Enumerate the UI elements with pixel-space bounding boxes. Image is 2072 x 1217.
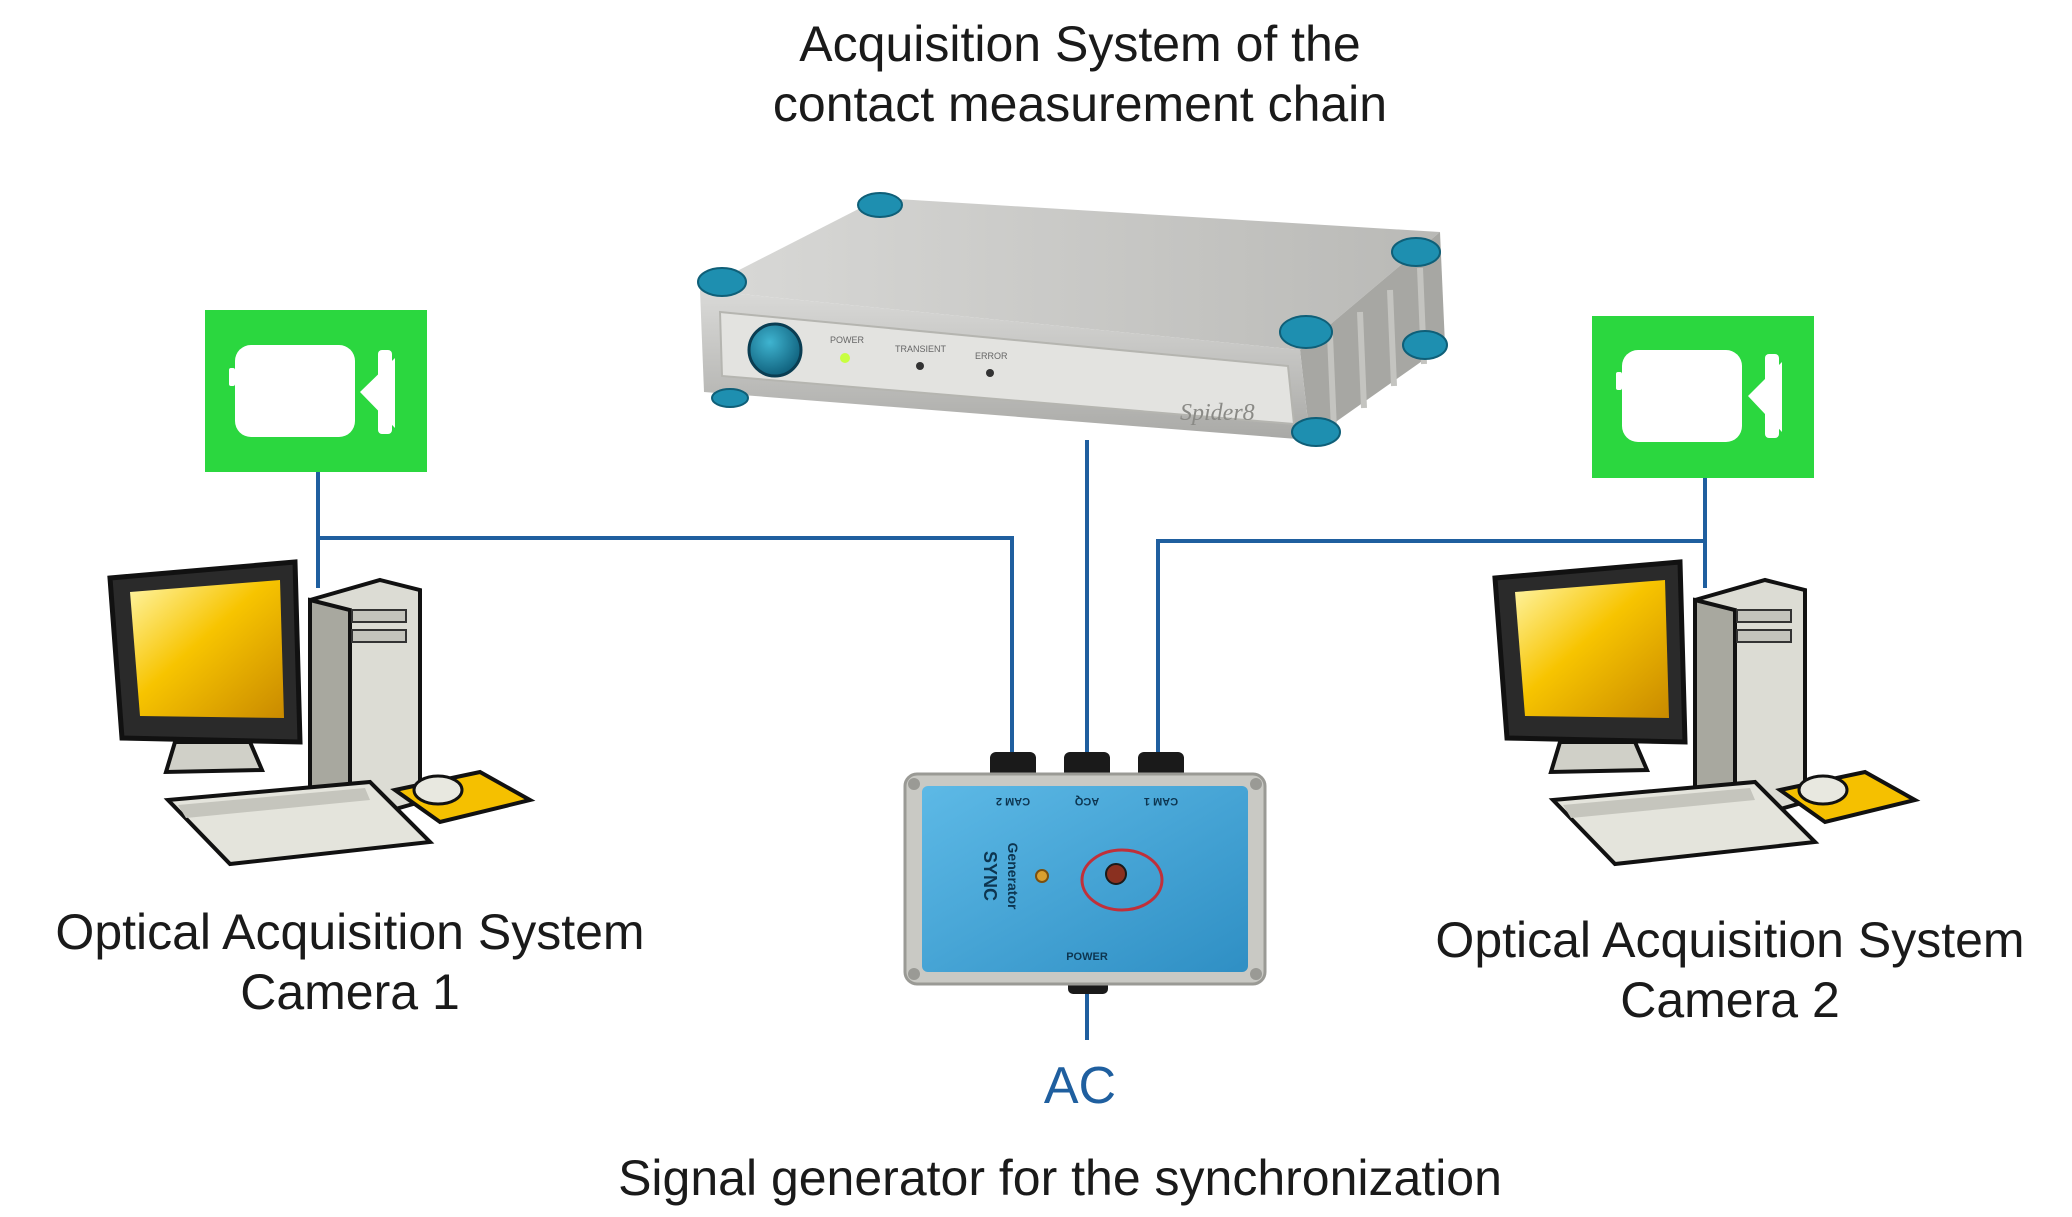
daq-title-line: contact measurement chain bbox=[772, 76, 1388, 132]
sync-port-label-cam1: CAM 1 bbox=[1144, 795, 1178, 807]
monitor-screen-1 bbox=[130, 580, 284, 718]
daq-bumper bbox=[697, 267, 747, 297]
camera2-label-line: Camera 2 bbox=[1620, 972, 1840, 1028]
daq-bumper bbox=[711, 388, 749, 408]
computer-2 bbox=[1492, 559, 1921, 867]
camera-tile-2 bbox=[1592, 316, 1814, 478]
daq-title: Acquisition System of the contact measur… bbox=[680, 14, 1480, 134]
screw-icon bbox=[1250, 968, 1262, 980]
daq-bumper bbox=[1291, 417, 1341, 447]
connection-wires bbox=[316, 440, 1707, 1040]
video-camera-icon bbox=[229, 345, 395, 437]
sync-name-generator: Generator bbox=[1005, 843, 1021, 910]
screw-icon bbox=[1250, 778, 1262, 790]
sync-caption: Signal generator for the synchronization bbox=[618, 1150, 1502, 1206]
daq-knob-icon bbox=[747, 322, 803, 378]
wire-cam2-to-sync bbox=[1156, 539, 1705, 752]
power-led-icon bbox=[840, 353, 850, 363]
daq-indicator-transient: TRANSIENT bbox=[895, 344, 947, 354]
mouse-1 bbox=[412, 774, 464, 806]
sync-power-label: POWER bbox=[1066, 951, 1108, 963]
wire-cam1-to-sync bbox=[318, 536, 1014, 752]
camera2-label-line: Optical Acquisition System bbox=[1435, 912, 2025, 968]
transient-led-icon bbox=[916, 362, 924, 370]
daq-brand-label: Spider8 bbox=[1180, 400, 1255, 426]
camera1-label-line: Optical Acquisition System bbox=[55, 904, 645, 960]
daq-bumper bbox=[1391, 237, 1441, 267]
daq-title-line: Acquisition System of the bbox=[799, 16, 1361, 72]
sync-led-icon bbox=[1035, 869, 1049, 883]
camera2-label: Optical Acquisition System Camera 2 bbox=[1380, 910, 2072, 1030]
ac-label: AC bbox=[1043, 1057, 1117, 1115]
sync-name: SYNC bbox=[980, 851, 1000, 901]
mouse-2 bbox=[1797, 774, 1849, 806]
sync-port-label-acq: ACQ bbox=[1074, 795, 1099, 807]
camera-tile-1 bbox=[205, 310, 427, 472]
daq-indicator-error: ERROR bbox=[975, 351, 1008, 361]
camera1-label-line: Camera 1 bbox=[240, 964, 460, 1020]
camera1-label: Optical Acquisition System Camera 1 bbox=[0, 902, 700, 1022]
sync-button-ring bbox=[1080, 848, 1164, 912]
daq-device: POWER TRANSIENT ERROR Spider8 bbox=[697, 192, 1448, 447]
daq-bumper bbox=[1402, 330, 1448, 360]
screw-icon bbox=[908, 968, 920, 980]
error-led-icon bbox=[986, 369, 994, 377]
sync-port-label-cam2: CAM 2 bbox=[996, 795, 1030, 807]
monitor-screen-2 bbox=[1515, 580, 1669, 718]
daq-indicator-power: POWER bbox=[830, 335, 865, 345]
computer-1 bbox=[107, 559, 536, 867]
daq-bumper bbox=[1279, 315, 1333, 349]
daq-bumper bbox=[857, 192, 903, 218]
screw-icon bbox=[908, 778, 920, 790]
sync-generator: CAM 2 ACQ CAM 1 SYNC Generator POWER bbox=[903, 752, 1267, 994]
video-camera-icon bbox=[1616, 350, 1782, 442]
sync-button-icon bbox=[1105, 863, 1127, 885]
